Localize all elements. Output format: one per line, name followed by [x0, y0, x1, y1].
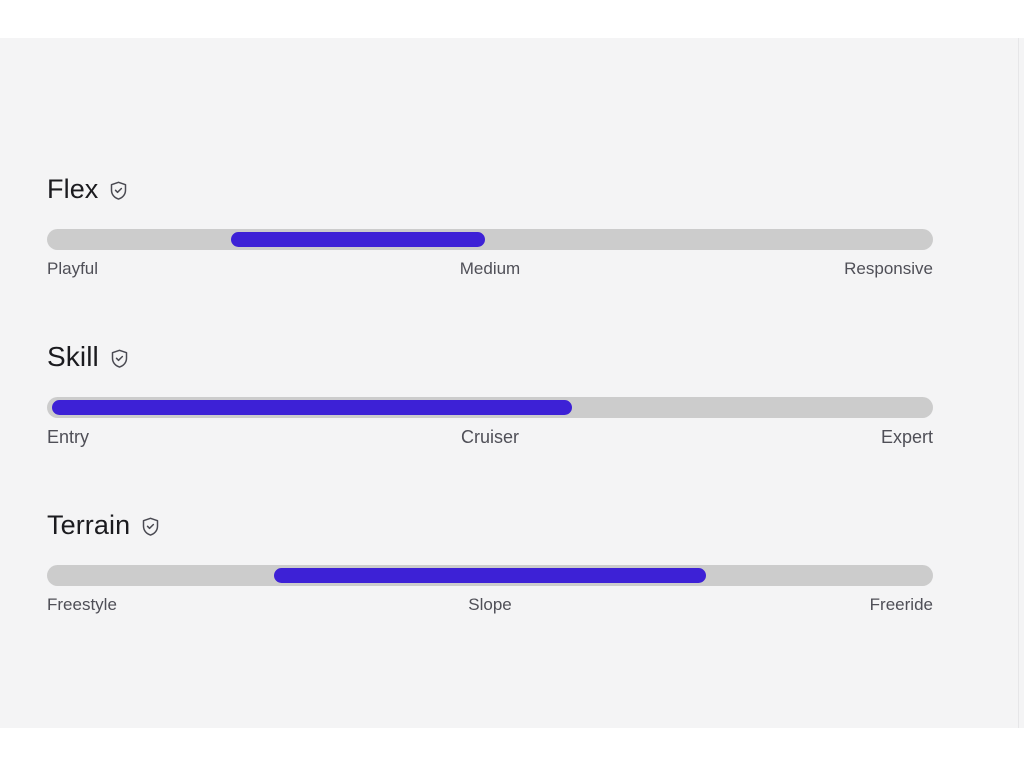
scale-label-middle-terrain: Slope: [468, 595, 512, 614]
scale-label-middle-flex: Medium: [459, 259, 521, 278]
shield-check-icon: [140, 516, 161, 537]
slider-group-skill: Skill Entry Cruiser Expert: [47, 341, 933, 448]
slider-scale-flex: Playful Medium Responsive: [47, 258, 933, 280]
slider-group-list: Flex Playful Medium Responsive: [47, 173, 933, 616]
scale-label-middle-skill: Cruiser: [460, 427, 519, 447]
shield-check-icon: [108, 180, 129, 201]
scale-label-right-terrain: Freeride: [869, 595, 933, 614]
scale-label-left-terrain: Freestyle: [47, 595, 117, 614]
slider-group-terrain: Terrain Freestyle Slope Freeride: [47, 509, 933, 616]
slider-scale-skill: Entry Cruiser Expert: [47, 426, 933, 448]
slider-fill-terrain[interactable]: [273, 568, 707, 583]
scale-label-right-flex: Responsive: [844, 259, 933, 278]
slider-group-flex: Flex Playful Medium Responsive: [47, 173, 933, 280]
slider-title-skill: Skill: [47, 341, 99, 372]
slider-fill-flex[interactable]: [231, 232, 485, 247]
scale-label-left-skill: Entry: [47, 427, 90, 447]
slider-title-terrain: Terrain: [47, 510, 131, 540]
vertical-scrollbar[interactable]: [1018, 38, 1024, 728]
slider-track-skill[interactable]: [47, 397, 933, 418]
scale-label-left-flex: Playful: [47, 259, 99, 278]
slider-track-terrain[interactable]: [47, 565, 933, 586]
shield-check-icon: [109, 348, 130, 369]
slider-track-flex[interactable]: [47, 229, 933, 250]
slider-header-skill: Skill: [47, 341, 933, 373]
content-panel: Flex Playful Medium Responsive: [0, 38, 1018, 728]
slider-title-flex: Flex: [47, 174, 99, 204]
scale-label-right-skill: Expert: [880, 427, 933, 447]
slider-header-flex: Flex: [47, 173, 933, 205]
slider-fill-skill[interactable]: [52, 400, 573, 415]
slider-header-terrain: Terrain: [47, 509, 933, 541]
slider-scale-terrain: Freestyle Slope Freeride: [47, 594, 933, 616]
